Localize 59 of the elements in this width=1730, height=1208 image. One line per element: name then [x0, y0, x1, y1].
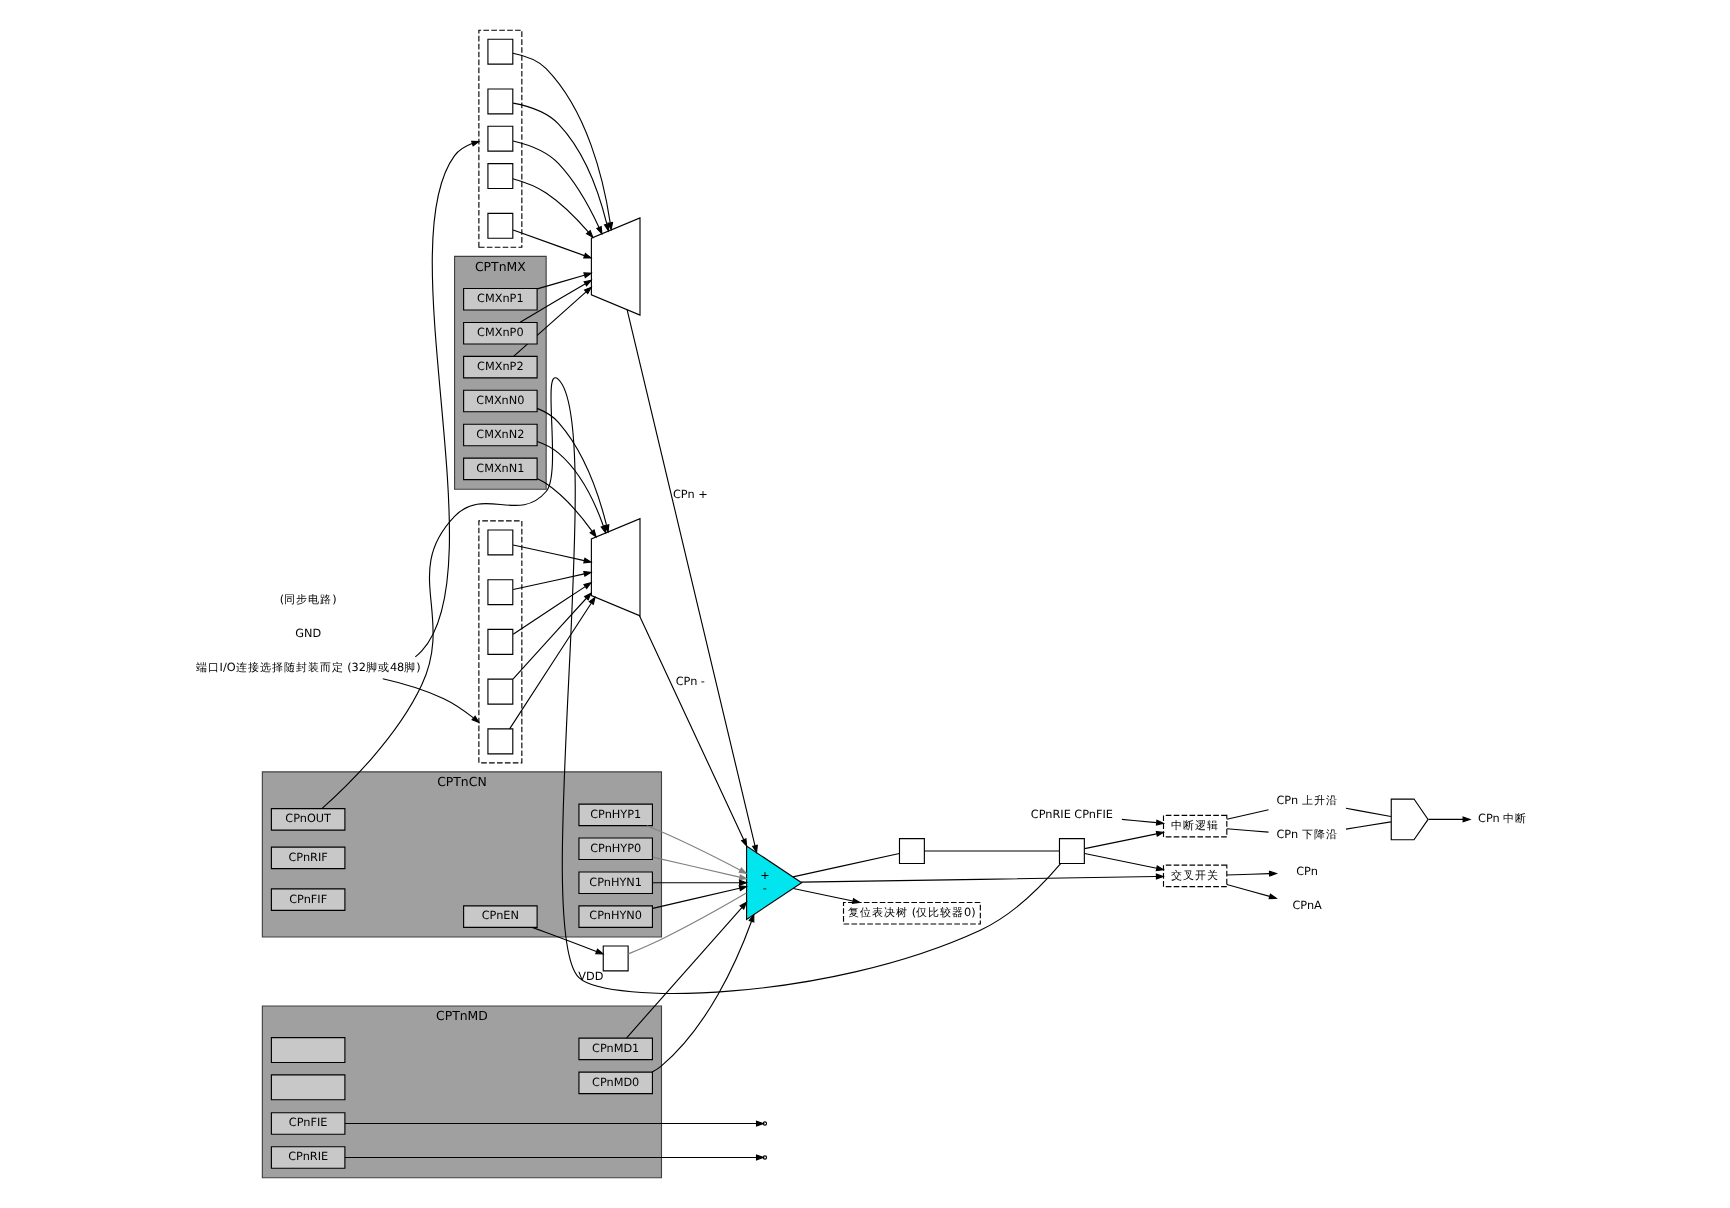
node-box [487, 728, 514, 755]
connector [923, 850, 1060, 852]
node-box [487, 212, 514, 239]
arrow [512, 570, 593, 591]
arrow [792, 887, 862, 905]
connector [627, 892, 747, 955]
arrow [382, 678, 481, 724]
arrow [625, 901, 748, 1039]
arrow [652, 856, 749, 881]
arrow [1427, 816, 1472, 823]
cluster [478, 520, 523, 764]
connector [792, 853, 900, 878]
arrow [1084, 852, 1166, 872]
node-box [898, 838, 925, 865]
arrow [652, 879, 749, 886]
node-box [487, 628, 514, 655]
arrow [1121, 818, 1166, 826]
arrow [519, 279, 593, 323]
arrow [646, 825, 748, 875]
node-gate [1390, 798, 1429, 841]
connector [1226, 828, 1270, 833]
node-box [487, 678, 514, 705]
arrow [1084, 830, 1166, 850]
arrow [344, 1154, 765, 1161]
arrow [414, 140, 481, 658]
arrow [800, 873, 1165, 883]
connector [1345, 821, 1392, 830]
arrow [536, 272, 593, 290]
arrow [512, 544, 593, 564]
arrow [512, 140, 603, 236]
arrow [531, 926, 605, 955]
node-box [487, 125, 514, 152]
arrow [512, 102, 610, 233]
arrow [512, 178, 594, 239]
arrow [651, 913, 755, 1073]
node-box [487, 163, 514, 190]
arrow [536, 478, 598, 539]
arrow [1226, 883, 1278, 900]
cluster [478, 29, 523, 248]
arrow [512, 229, 593, 259]
connector [321, 377, 1062, 994]
node-box [270, 1074, 346, 1101]
connector [1226, 809, 1270, 820]
arrow [512, 591, 593, 680]
arrow [509, 595, 596, 730]
node-box [1058, 838, 1085, 865]
node-box [487, 529, 514, 556]
connector [1345, 807, 1392, 818]
node-box [270, 1037, 346, 1064]
arrow [344, 1120, 765, 1127]
node-box [487, 579, 514, 606]
arrow [626, 309, 758, 855]
node-box [487, 88, 514, 115]
arrow [652, 885, 749, 909]
node-box [602, 945, 629, 972]
arrow [512, 581, 593, 635]
arrow [1226, 870, 1279, 877]
arrow [638, 615, 748, 848]
node-box [487, 38, 514, 65]
